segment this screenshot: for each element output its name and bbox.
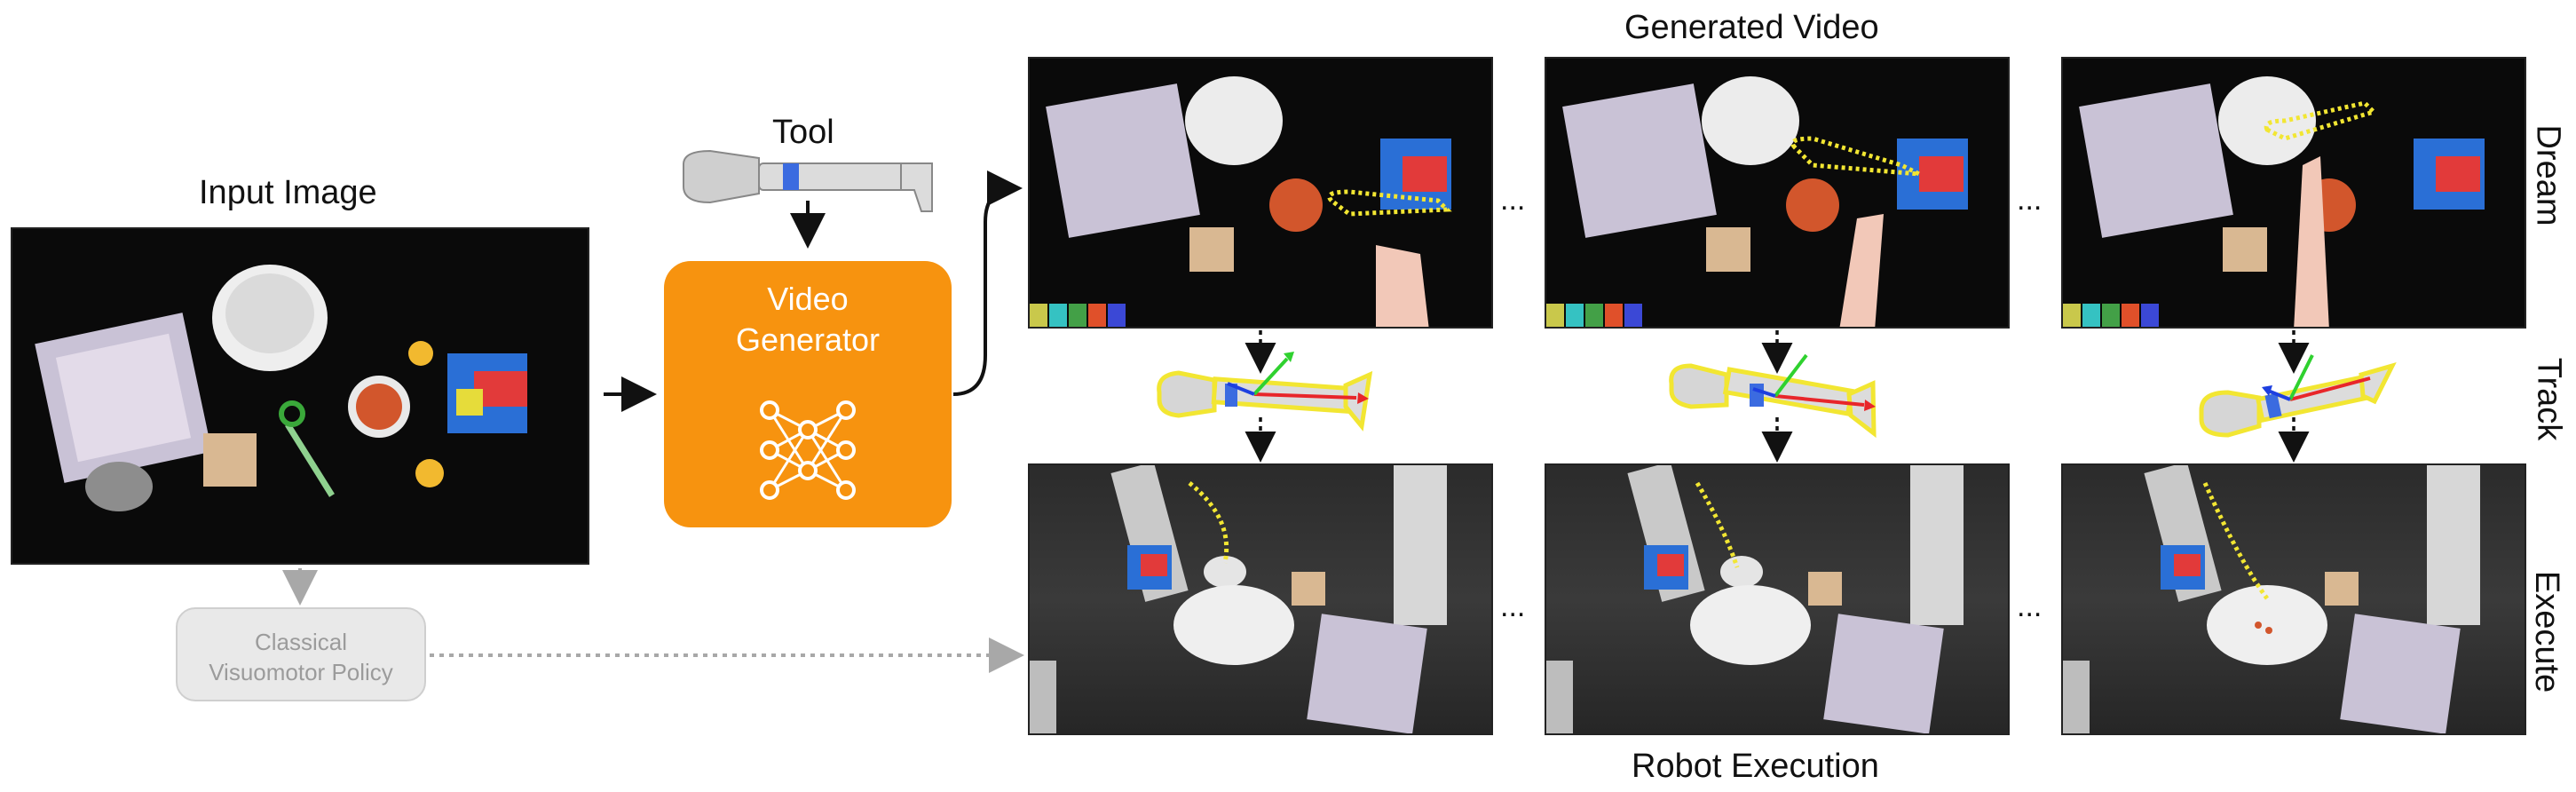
ellipsis-dream-2: ...: [2017, 183, 2043, 217]
track-pose-2: [1669, 353, 1877, 439]
input-scene-illustration: [35, 265, 527, 511]
arrow-generator-to-video: [952, 170, 1023, 396]
execute-scene-2: [1546, 465, 1964, 733]
video-generator-box: Video Generator: [664, 261, 952, 527]
dream-frame-1: [1028, 57, 1493, 329]
robot-execution-title: Robot Execution: [1632, 748, 1879, 785]
video-generator-line2: Generator: [735, 321, 881, 358]
execute-frame-1: [1028, 463, 1493, 735]
dream-scene-3: [2063, 76, 2485, 327]
execute-frame-2: [1545, 463, 2010, 735]
track-pose-3: [2199, 354, 2397, 438]
execute-scene-3: [2063, 465, 2480, 733]
ellipsis-dream-1: ...: [1500, 183, 1526, 217]
neural-network-icon: [760, 400, 856, 500]
dream-frame-2: [1545, 57, 2010, 329]
video-generator-line1: Video: [767, 281, 849, 317]
tool-icon: [683, 149, 933, 212]
policy-line1: Classical: [254, 629, 348, 655]
ellipsis-exec-1: ...: [1500, 590, 1526, 623]
execute-scene-1: [1030, 465, 1447, 733]
input-image-title: Input Image: [199, 174, 377, 211]
input-image: [11, 227, 589, 565]
policy-line2: Visuomotor Policy: [209, 659, 393, 685]
ellipsis-exec-2: ...: [2017, 590, 2043, 623]
generated-video-title: Generated Video: [1624, 9, 1879, 46]
row-label-dream: Dream: [2529, 124, 2567, 226]
row-label-execute: Execute: [2528, 570, 2566, 693]
dream-scene-2: [1546, 76, 1968, 327]
track-pose-1: [1157, 352, 1373, 432]
execute-frame-3: [2061, 463, 2526, 735]
dream-scene-1: [1030, 76, 1452, 327]
tool-title: Tool: [772, 114, 834, 151]
row-label-track: Track: [2530, 357, 2568, 441]
classical-policy-box: Classical Visuomotor Policy: [176, 607, 426, 701]
dream-frame-3: [2061, 57, 2526, 329]
